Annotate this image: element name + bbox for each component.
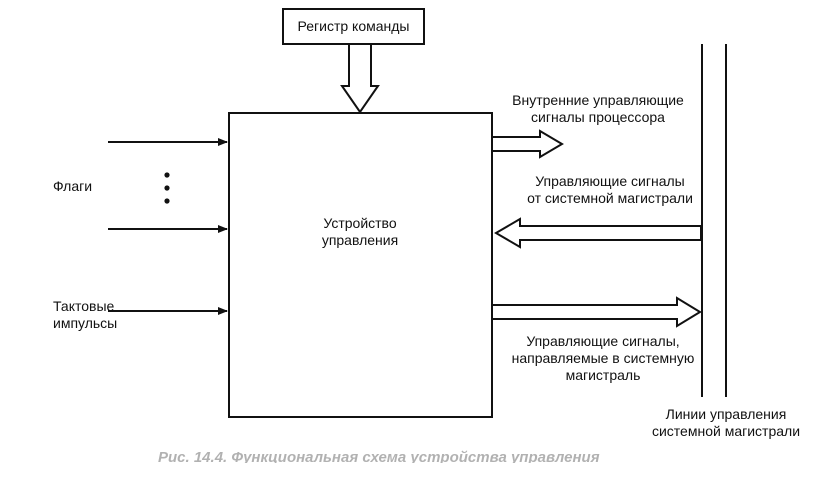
- bus-signals-in-arrow: [494, 217, 702, 249]
- internal-signals-arrow: [491, 129, 564, 159]
- register-to-unit-arrow: [340, 43, 380, 114]
- clock-pulses-label: Тактовые импульсы: [53, 298, 118, 331]
- internal-signals-label: Внутренние управляющие сигналы процессор…: [512, 92, 684, 125]
- ellipsis-dot: [164, 172, 170, 178]
- bus-signals-in-label: Управляющие сигналы от системной магистр…: [527, 173, 693, 206]
- command-register-label: Регистр команды: [297, 18, 410, 34]
- control-unit-box: [228, 112, 493, 418]
- ellipsis-dot: [164, 198, 170, 204]
- control-unit-label: Устройство управления: [321, 215, 399, 248]
- flags-label: Флаги: [53, 178, 93, 194]
- ellipsis-dot: [164, 185, 170, 191]
- bus-lines-label: Линии управления системной магистрали: [651, 406, 801, 439]
- figure-caption: Рис. 14.4. Функциональная схема устройст…: [158, 449, 600, 463]
- bus-signals-out-label: Управляющие сигналы, направляемые в сист…: [511, 333, 695, 383]
- bus-signals-out-arrow: [491, 296, 702, 328]
